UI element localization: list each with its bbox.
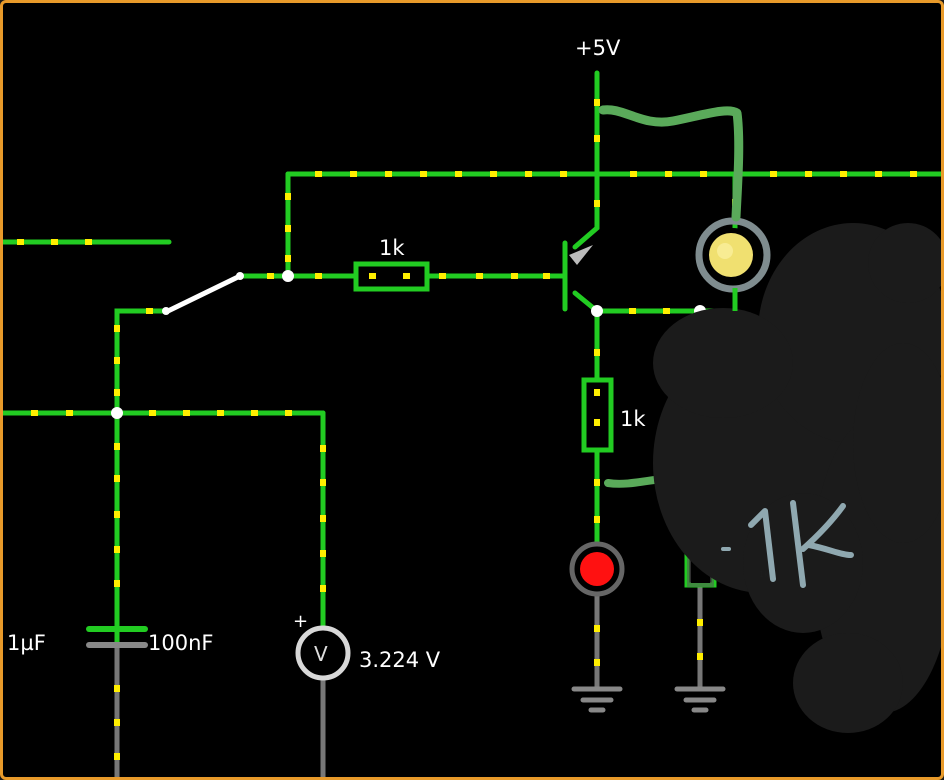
handwritten-wire-top xyxy=(598,105,744,222)
capacitor-label-right: 100nF xyxy=(148,631,213,655)
voltmeter-symbol: V xyxy=(314,642,328,666)
junctions xyxy=(111,270,706,419)
circuit-diagram: 1k +5V 1k xyxy=(3,36,941,777)
junction-mid-rail[interactable] xyxy=(111,407,123,419)
current-dots xyxy=(17,99,917,760)
lamp[interactable] xyxy=(695,217,771,293)
handwritten-1k-glyphs xyxy=(748,500,854,588)
supply-label: +5V xyxy=(575,36,621,60)
npn-transistor[interactable] xyxy=(557,240,568,312)
base-resistor-label: 1k xyxy=(379,236,405,260)
emitter-resistor-label: 1k xyxy=(620,407,646,431)
idle-wires xyxy=(114,583,703,777)
red-led[interactable] xyxy=(569,541,625,597)
capacitor-label-left: 1µF xyxy=(7,631,46,655)
wire-switch-lower[interactable] xyxy=(114,308,169,646)
ground-led-icon xyxy=(571,686,623,713)
spdt-switch-blade[interactable] xyxy=(165,273,243,314)
junction-base-left[interactable] xyxy=(282,270,294,282)
scribble-blob xyxy=(653,223,941,733)
handwritten-label: 1k xyxy=(759,570,769,579)
voltmeter-reading: 3.224 V xyxy=(359,648,441,672)
emitter-resistor[interactable] xyxy=(581,377,614,453)
base-resistor[interactable] xyxy=(353,261,430,292)
ground-right-icon xyxy=(674,686,726,713)
lamp-bulb-icon xyxy=(717,243,733,259)
wire-collector[interactable] xyxy=(572,171,600,250)
junction-emitter[interactable] xyxy=(591,305,603,317)
capacitor[interactable] xyxy=(86,626,148,648)
voltmeter[interactable] xyxy=(295,625,351,681)
voltmeter-polarity: + xyxy=(293,611,308,632)
transistor-arrow-icon xyxy=(569,245,593,265)
